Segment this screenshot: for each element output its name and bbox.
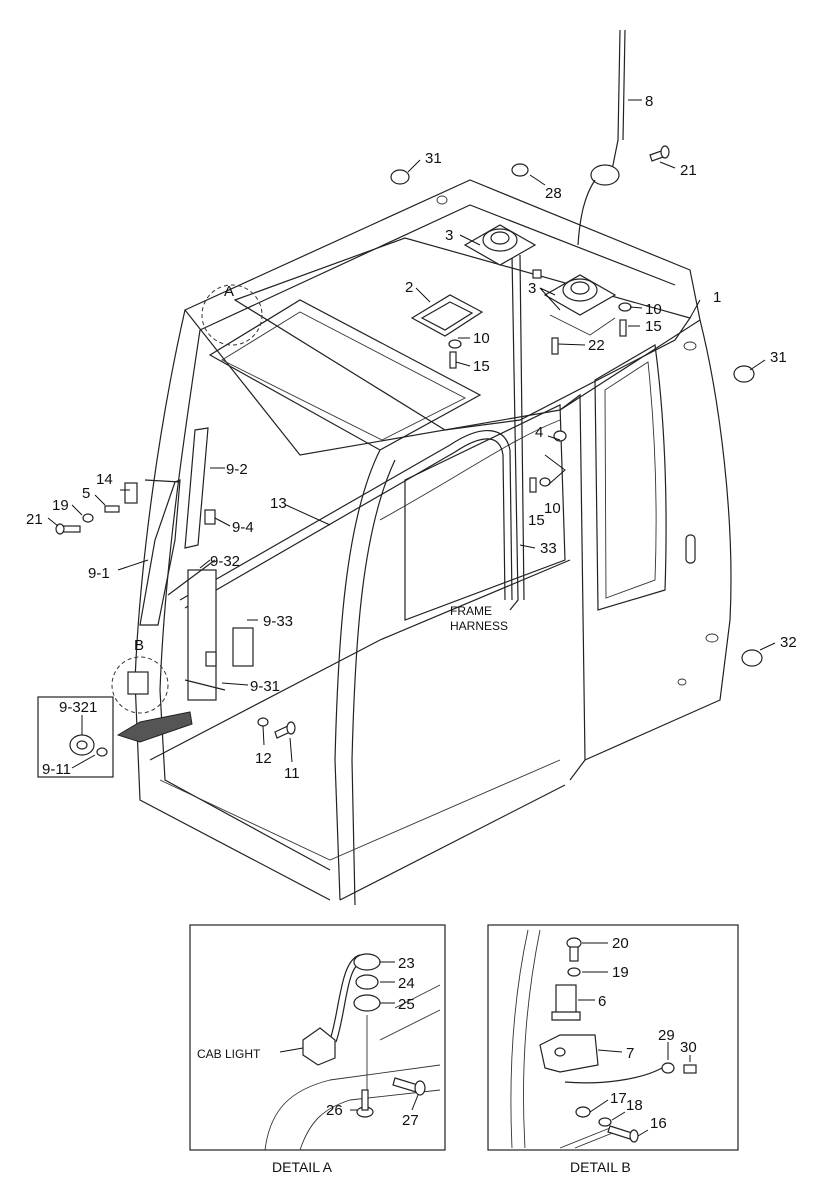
label-19: 19 xyxy=(52,497,69,514)
roof-fasteners xyxy=(448,269,632,493)
detail-a-panel: 23 24 25 CAB LIGHT 26 27 xyxy=(189,924,446,1151)
roof-liner-part-1 xyxy=(233,237,691,431)
label-21-top: 21 xyxy=(680,162,697,179)
label-harness: HARNESS xyxy=(450,619,508,633)
label-10-right: 10 xyxy=(645,301,662,318)
label-33: 33 xyxy=(540,540,557,557)
detail-b-label-29: 29 xyxy=(658,1027,675,1044)
detail-b-label-18: 18 xyxy=(626,1097,643,1114)
label-1: 1 xyxy=(713,289,721,306)
label-8: 8 xyxy=(645,93,653,110)
inset-box xyxy=(37,696,114,778)
inset-arrow xyxy=(116,711,193,743)
detail-a-caption: DETAIL A xyxy=(272,1159,333,1175)
detail-a-label-24: 24 xyxy=(398,975,415,992)
label-9-1: 9-1 xyxy=(88,565,110,582)
detail-a-cab-light-label: CAB LIGHT xyxy=(197,1047,261,1061)
label-11: 11 xyxy=(284,765,300,782)
speaker-part-3-left xyxy=(463,224,537,266)
detail-b-label-20: 20 xyxy=(612,935,629,952)
label-22: 22 xyxy=(588,337,605,354)
leader-lines xyxy=(47,99,776,769)
fasteners-11-12 xyxy=(257,717,296,739)
grommets xyxy=(390,163,763,667)
detail-a-callout xyxy=(201,284,263,346)
antenna-part-8 xyxy=(577,29,626,246)
label-9-4: 9-4 xyxy=(232,519,254,536)
label-15-lower: 15 xyxy=(528,512,545,529)
label-9-32: 9-32 xyxy=(210,553,240,570)
label-2: 2 xyxy=(405,279,413,296)
label-32: 32 xyxy=(780,634,797,651)
label-31-right: 31 xyxy=(770,349,787,366)
detail-a-label-27: 27 xyxy=(402,1112,419,1129)
label-9-31: 9-31 xyxy=(250,678,280,695)
label-31-top: 31 xyxy=(425,150,442,167)
label-21-left: 21 xyxy=(26,511,43,528)
label-28: 28 xyxy=(545,185,562,202)
label-5: 5 xyxy=(82,485,90,502)
detail-b-label-7: 7 xyxy=(626,1045,634,1062)
cab-light-part-2 xyxy=(410,294,484,337)
detail-b-label-16: 16 xyxy=(650,1115,667,1132)
cab-body xyxy=(134,179,732,906)
label-frame: FRAME xyxy=(450,604,492,618)
label-14: 14 xyxy=(96,471,113,488)
label-9-33: 9-33 xyxy=(263,613,293,630)
detail-b-panel: 20 19 6 7 29 30 17 18 16 xyxy=(487,924,739,1151)
detail-b-caption: DETAIL B xyxy=(570,1159,631,1175)
part-labels: 8 21 28 31 3 3 2 1 10 15 10 15 22 4 15 1… xyxy=(26,93,797,782)
label-15-mid: 15 xyxy=(473,358,490,375)
label-15-right: 15 xyxy=(645,318,662,335)
label-9-321: 9-321 xyxy=(59,699,97,716)
label-10-lower: 10 xyxy=(544,500,561,517)
detail-b-label-6: 6 xyxy=(598,993,606,1010)
frame-harness-part-33 xyxy=(509,254,525,611)
label-13: 13 xyxy=(270,495,287,512)
mirror-assembly xyxy=(55,427,254,701)
bolt-part-21-top xyxy=(649,145,670,162)
detail-a-label-26: 26 xyxy=(326,1102,343,1119)
detail-a-label-23: 23 xyxy=(398,955,415,972)
label-10-mid: 10 xyxy=(473,330,490,347)
label-9-2: 9-2 xyxy=(226,461,248,478)
label-detail-b-ref: B xyxy=(134,637,144,654)
label-detail-a-ref: A xyxy=(224,283,234,300)
label-3-left: 3 xyxy=(445,227,453,244)
label-12: 12 xyxy=(255,750,272,767)
label-9-11: 9-11 xyxy=(42,761,71,778)
detail-a-label-25: 25 xyxy=(398,996,415,1013)
label-4: 4 xyxy=(535,424,543,441)
label-3-right: 3 xyxy=(528,280,536,297)
detail-b-label-30: 30 xyxy=(680,1039,697,1056)
detail-b-callout xyxy=(111,656,169,714)
speaker-part-3-right xyxy=(543,274,617,336)
handrail-part-13 xyxy=(179,430,513,609)
detail-b-label-17: 17 xyxy=(610,1090,627,1107)
detail-b-label-19: 19 xyxy=(612,964,629,981)
